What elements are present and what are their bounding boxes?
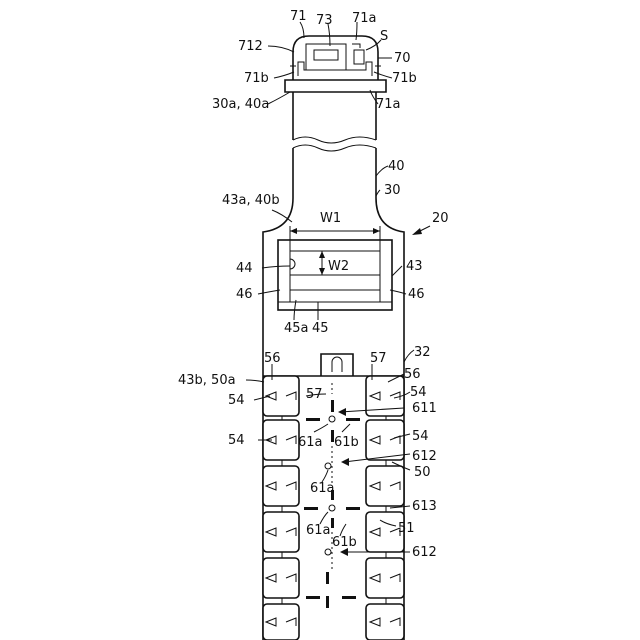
label-46-left: 46 [236,287,253,302]
label-61a-2: 61a [310,481,335,496]
label-w1: W1 [320,211,341,226]
label-612-1: 612 [412,449,437,464]
label-71a-bottom: 71a [376,97,401,112]
label-40: 40 [388,159,405,174]
label-54-r1: 54 [410,385,427,400]
label-70: 70 [394,51,411,66]
label-71: 71 [290,9,307,24]
label-s: S [380,29,388,44]
label-45: 45 [312,321,329,336]
label-612-2: 612 [412,545,437,560]
label-71a-top: 71a [352,11,377,26]
label-44: 44 [236,261,253,276]
label-30: 30 [384,183,401,198]
label-61a-3: 61a [306,523,331,538]
label-50: 50 [414,465,431,480]
label-56-left: 56 [264,351,281,366]
label-w2: W2 [328,259,349,274]
label-712: 712 [238,39,263,54]
rollers-left [263,376,299,640]
label-46-right: 46 [408,287,425,302]
label-54-l1: 54 [228,393,245,408]
label-61b-2: 61b [332,535,357,550]
label-56-right: 56 [404,367,421,382]
label-20: 20 [432,211,449,226]
label-43: 43 [406,259,423,274]
label-45a: 45a [284,321,309,336]
label-43b-50a: 43b, 50a [178,373,236,388]
cap-70 [285,36,386,92]
label-54-r2: 54 [412,429,429,444]
label-30a-40a: 30a, 40a [212,97,269,112]
label-57-mid: 57 [306,387,323,402]
label-71b-left: 71b [244,71,269,86]
label-73: 73 [316,13,333,28]
label-61a-1: 61a [298,435,323,450]
label-61b-1: 61b [334,435,359,450]
rollers-right [366,376,404,640]
label-43a-40b: 43a, 40b [222,193,280,208]
label-71b-right: 71b [392,71,417,86]
label-57-top: 57 [370,351,387,366]
label-613: 613 [412,499,437,514]
label-54-l2: 54 [228,433,245,448]
label-51: 51 [398,521,415,536]
label-32: 32 [414,345,431,360]
label-611: 611 [412,401,437,416]
